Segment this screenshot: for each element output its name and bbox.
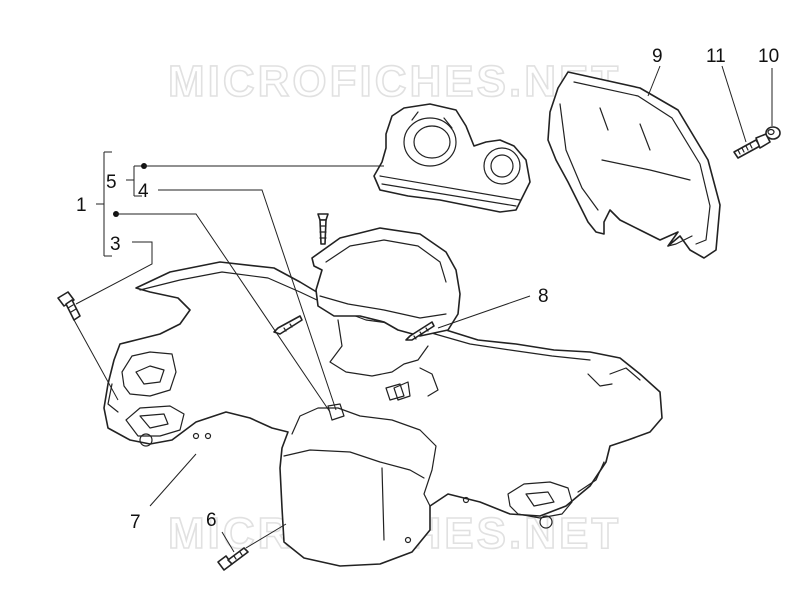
leader-lines [73, 65, 773, 553]
screw-part-8 [405, 321, 435, 341]
callout-9: 9 [652, 46, 663, 67]
callout-7: 7 [130, 512, 141, 533]
callout-3: 3 [110, 234, 121, 255]
screw-part-11 [733, 133, 771, 159]
screw-part-6 [217, 547, 249, 571]
instrument-panel-part [373, 103, 531, 213]
windscreen-part [547, 71, 721, 259]
cap-part-10 [765, 126, 781, 140]
watermark-top: MICROFICHES.NET [168, 57, 621, 106]
callout-8: 8 [538, 286, 549, 307]
callout-11: 11 [706, 46, 726, 67]
screw-part-3 [57, 291, 81, 321]
inner-panel-part [311, 227, 461, 401]
callout-4: 4 [138, 181, 149, 202]
callout-6: 6 [206, 510, 217, 531]
callout-5: 5 [106, 172, 117, 193]
screw-part-center-bolt [317, 213, 329, 245]
callout-10: 10 [758, 46, 779, 67]
screw-part-left-inner [273, 315, 303, 335]
callout-1: 1 [76, 195, 87, 216]
handlebar-cover-part [103, 261, 663, 567]
